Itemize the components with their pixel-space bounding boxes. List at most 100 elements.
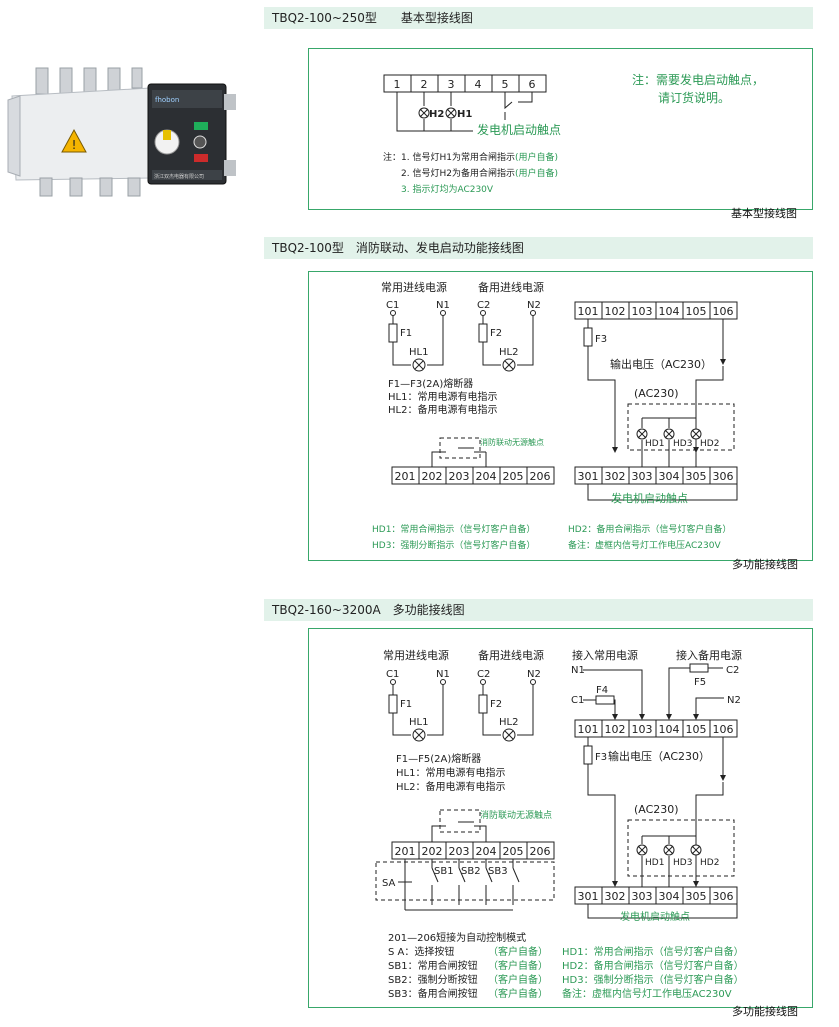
svg-text:HD2: HD2 [700, 439, 719, 449]
svg-text:201: 201 [395, 845, 416, 858]
terminal-5: 5 [502, 78, 509, 91]
svg-text:203: 203 [449, 470, 470, 483]
svg-text:SB3：备用合闸按钮: SB3：备用合闸按钮 [388, 987, 478, 1000]
svg-text:C1: C1 [386, 669, 399, 680]
svg-text:N2: N2 [527, 300, 541, 311]
svg-text:106: 106 [713, 723, 734, 736]
svg-text:SB2：强制分断按钮: SB2：强制分断按钮 [388, 973, 478, 986]
sb3-label: SB3 [488, 866, 508, 877]
svg-text:F1: F1 [400, 328, 412, 339]
svg-text:204: 204 [476, 845, 497, 858]
svg-text:备注：虚框内信号灯工作电压AC230V: 备注：虚框内信号灯工作电压AC230V [568, 539, 721, 551]
lamp-h1-label: H1 [457, 109, 472, 120]
svg-text:201: 201 [395, 470, 416, 483]
fuse-f4-icon [595, 695, 615, 705]
svg-text:C2: C2 [477, 669, 490, 680]
diagram-frame-basic [308, 48, 813, 210]
svg-text:102: 102 [605, 305, 626, 318]
svg-text:206: 206 [530, 845, 551, 858]
note-right-line2: 请订货说明。 [658, 90, 730, 105]
svg-text:HD2：备用合闸指示（信号灯客户自备）: HD2：备用合闸指示（信号灯客户自备） [562, 959, 744, 972]
svg-text:306: 306 [713, 890, 734, 903]
svg-text:104: 104 [659, 305, 680, 318]
section-header-basic: TBQ2-100~250型 基本型接线图 [264, 7, 813, 29]
svg-text:C1: C1 [386, 300, 399, 311]
terminal-strip-basic [383, 74, 547, 93]
svg-text:102: 102 [605, 723, 626, 736]
fire-contact-label-2: 消防联动无源触点 [480, 809, 552, 821]
svg-text:103: 103 [632, 305, 653, 318]
svg-text:fhobon: fhobon [155, 96, 179, 104]
note-2: 2. 信号灯H2为备用合闸指示(用户自备) [401, 167, 558, 179]
svg-text:305: 305 [686, 890, 707, 903]
svg-text:F2: F2 [490, 699, 502, 710]
svg-text:N1: N1 [436, 669, 450, 680]
svg-text:302: 302 [605, 890, 626, 903]
svg-text:!: ! [72, 138, 77, 152]
svg-text:303: 303 [632, 470, 653, 483]
svg-text:S A：选择按钮: S A：选择按钮 [388, 945, 454, 958]
svg-text:F1: F1 [400, 699, 412, 710]
hl1-note: HL1：常用电源有电指示 [388, 390, 497, 403]
svg-text:F2: F2 [490, 328, 502, 339]
svg-text:C2: C2 [726, 665, 739, 676]
svg-text:HD2: HD2 [700, 858, 719, 868]
svg-text:发电机启动触点: 发电机启动触点 [620, 910, 690, 923]
switch-product-image: ! fhobon 浙江双杰电器有限公司 [7, 67, 236, 197]
diagram-frame-multifunction [308, 628, 813, 1008]
svg-text:301: 301 [578, 890, 599, 903]
svg-text:105: 105 [686, 305, 707, 318]
svg-text:201—206短接为自动控制模式: 201—206短接为自动控制模式 [388, 931, 526, 944]
svg-text:HL2: HL2 [499, 717, 518, 728]
svg-text:105: 105 [686, 723, 707, 736]
svg-text:HD1: HD1 [645, 439, 664, 449]
svg-text:N1: N1 [571, 665, 585, 676]
svg-text:202: 202 [422, 845, 443, 858]
common-source-title: 常用进线电源 [381, 280, 447, 294]
svg-text:浙江双杰电器有限公司: 浙江双杰电器有限公司 [154, 173, 204, 180]
sa-label: SA [382, 878, 396, 889]
backup-source-title: 备用进线电源 [478, 280, 544, 294]
svg-text:302: 302 [605, 470, 626, 483]
terminal-6: 6 [529, 78, 536, 91]
sb1-label: SB1 [434, 866, 454, 877]
svg-text:F3: F3 [595, 752, 607, 763]
caption-multifunction-1: 多功能接线图 [732, 558, 798, 571]
svg-text:N2: N2 [527, 669, 541, 680]
svg-text:(AC230): (AC230) [634, 803, 679, 816]
svg-text:HD1：常用合闸指示（信号灯客户自备）: HD1：常用合闸指示（信号灯客户自备） [372, 523, 535, 535]
svg-text:F5: F5 [694, 677, 706, 688]
svg-text:203: 203 [449, 845, 470, 858]
fuse-note: F1—F3(2A)熔断器 [388, 377, 473, 390]
svg-text:F4: F4 [596, 685, 608, 696]
svg-text:205: 205 [503, 470, 524, 483]
svg-text:HD2：备用合闸指示（信号灯客户自备）: HD2：备用合闸指示（信号灯客户自备） [568, 523, 731, 535]
svg-text:103: 103 [632, 723, 653, 736]
terminal-4: 4 [475, 78, 482, 91]
svg-text:F3: F3 [595, 334, 607, 345]
svg-text:常用进线电源: 常用进线电源 [383, 648, 449, 662]
svg-text:（客户自备）: （客户自备） [488, 973, 548, 986]
svg-text:305: 305 [686, 470, 707, 483]
svg-text:（客户自备）: （客户自备） [488, 959, 548, 972]
svg-text:HL1: HL1 [409, 717, 428, 728]
section-header-multifunction: TBQ2-160~3200A 多功能接线图 [264, 599, 813, 621]
svg-text:HL1: HL1 [409, 347, 428, 358]
gen-contact-label-2: 发电机启动触点 [611, 491, 688, 505]
svg-text:HD1: HD1 [645, 858, 664, 868]
fuse-f3-icon [583, 327, 593, 347]
terminal-3: 3 [448, 78, 455, 91]
sb2-label: SB2 [461, 866, 481, 877]
svg-text:备注：虚框内信号灯工作电压AC230V: 备注：虚框内信号灯工作电压AC230V [562, 987, 732, 1000]
svg-text:104: 104 [659, 723, 680, 736]
svg-text:HD3：强制分断指示（信号灯客户自备）: HD3：强制分断指示（信号灯客户自备） [372, 539, 535, 551]
svg-text:SB1：常用合闸按钮: SB1：常用合闸按钮 [388, 959, 478, 972]
fuse-f1-icon [388, 323, 398, 343]
svg-text:206: 206 [530, 470, 551, 483]
svg-text:304: 304 [659, 470, 680, 483]
output-voltage-label-1: 输出电压（AC230） [610, 357, 712, 371]
svg-text:N2: N2 [727, 695, 741, 706]
fire-contact-label-1: 消防联动无源触点 [480, 437, 544, 447]
section-header-fire-linkage: TBQ2-100型 消防联动、发电启动功能接线图 [264, 237, 813, 259]
